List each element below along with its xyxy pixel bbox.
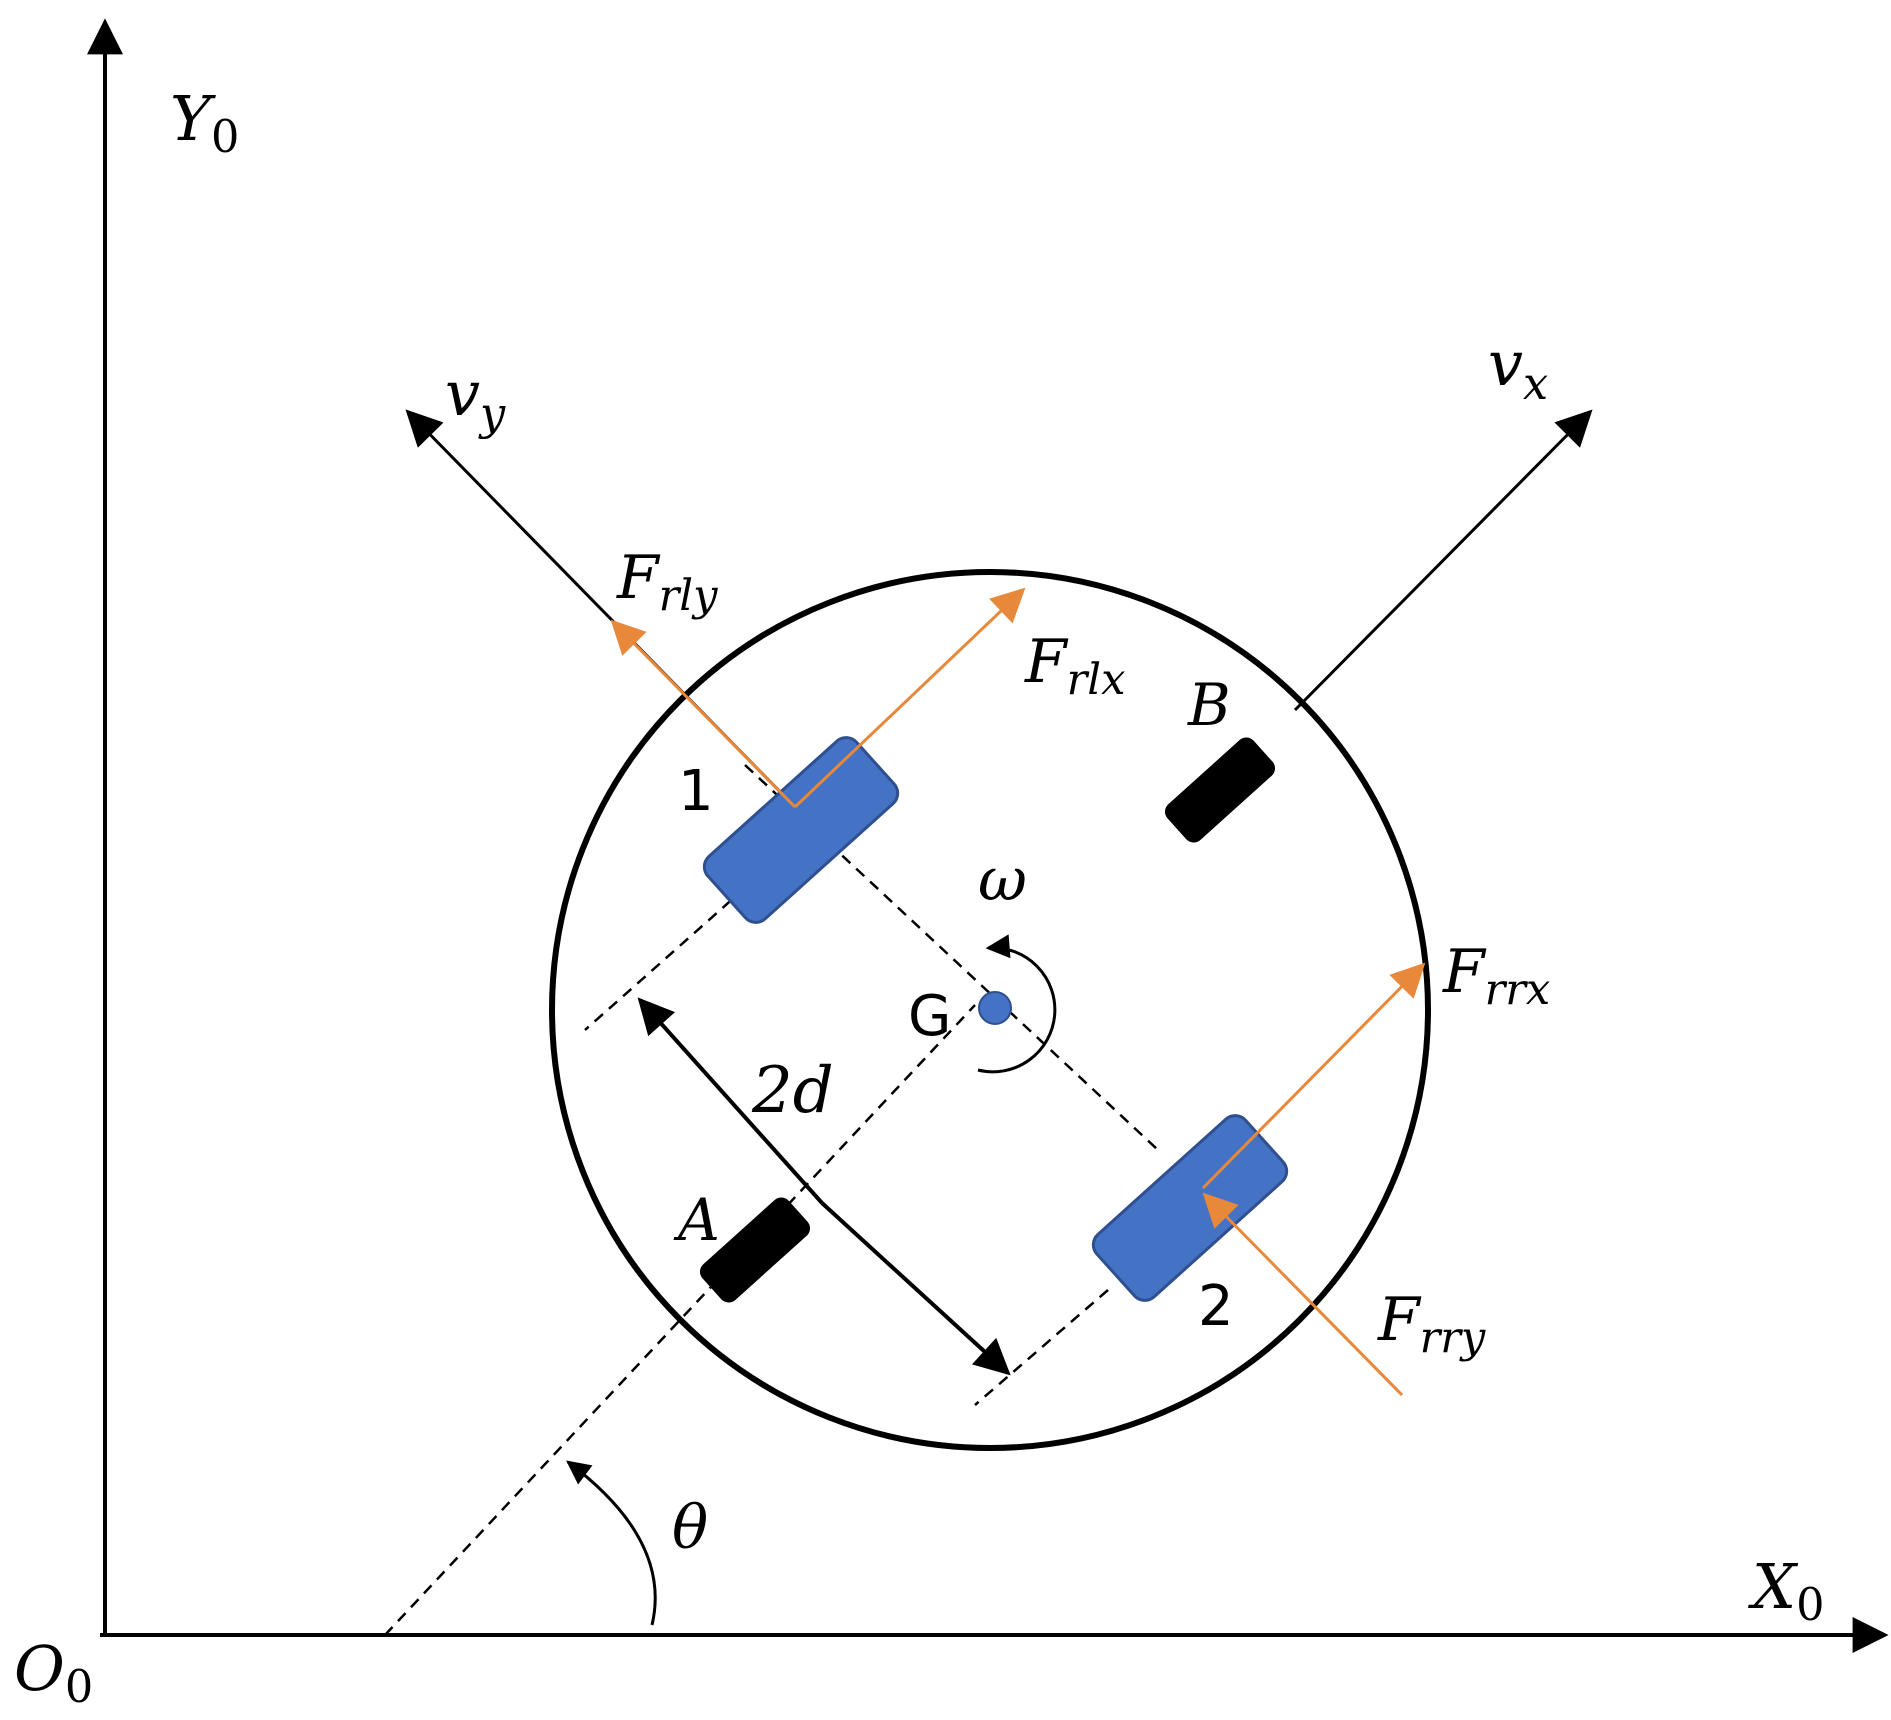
frrx-arrow [1201,962,1426,1190]
track-width-label: 2d [751,1054,834,1128]
wheel-2-label: 2 [1198,1274,1234,1339]
caster-a [699,1197,811,1303]
frrx-label: Frrx [1442,937,1550,1015]
caster-a-label: A [673,1186,720,1254]
track-width-dimension: 2d [637,997,1011,1376]
y0-label: Y0 [170,82,239,163]
frlx-label: Frlx [1024,627,1125,705]
center-of-mass [978,991,1012,1025]
frry-label: Frry [1377,1285,1486,1363]
body-velocity-axes: vy vx [405,327,1593,809]
x0-label: X0 [1748,1550,1825,1631]
theta-label: θ [672,1493,708,1563]
vy-label: vy [445,357,506,440]
heading-dashed-line [384,1004,976,1636]
construction-lines [384,764,1159,1636]
dimension-extension-line-top [584,887,746,1031]
vx-arrow [1293,409,1593,712]
omega-rotation-arrow [977,934,1057,1074]
center-label: G [908,984,951,1049]
origin-label: O0 [14,1632,93,1713]
drive-wheel-2 [1091,1114,1289,1302]
frlx-arrow [793,587,1026,809]
frry-arrow [1202,1192,1404,1397]
robot-body [549,569,1431,1451]
wheel-1-label: 1 [678,759,714,824]
caster-b-label: B [1187,671,1231,739]
frly-label: Frly [616,543,718,621]
omega-label: ω [978,845,1027,915]
vx-label: vx [1488,327,1548,410]
theta-angle-arrow [566,1460,657,1626]
wheel-forces [610,587,1426,1397]
world-frame: Y0 X0 O0 [14,18,1889,1713]
dimension-arrow-down [820,1201,1011,1376]
drive-wheel-1 [702,736,900,924]
dimension-arrow-up [637,997,824,1205]
frly-arrow [610,619,797,809]
dimension-extension-line-bottom [974,1289,1109,1406]
caster-b [1164,737,1276,843]
